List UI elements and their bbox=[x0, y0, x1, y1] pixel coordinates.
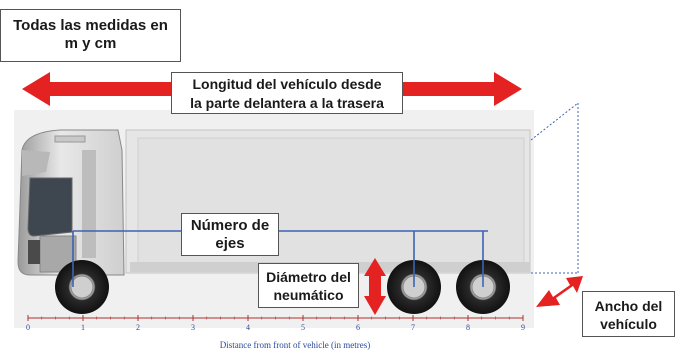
tyre-diameter-arrow bbox=[364, 258, 386, 315]
axis-tick-label: 2 bbox=[136, 323, 140, 332]
distance-axis: 0 1 2 3 4 5 6 7 8 9 bbox=[26, 315, 525, 332]
units-note-line-2: m y cm bbox=[64, 35, 117, 52]
width-guide-lines bbox=[530, 102, 579, 274]
axis-tick-label: 8 bbox=[466, 323, 470, 332]
axis-tick-label: 4 bbox=[246, 323, 250, 332]
length-label-line-2: la parte delantera a la trasera bbox=[190, 95, 384, 111]
axles-label: Número de ejes bbox=[181, 213, 279, 256]
axle-lines bbox=[72, 230, 488, 287]
axis-tick-label: 9 bbox=[521, 323, 525, 332]
units-note: Todas las medidas en m y cm bbox=[0, 9, 181, 62]
axis-tick-label: 5 bbox=[301, 323, 305, 332]
width-label-line-2: vehículo bbox=[600, 316, 657, 332]
tyre-diameter-label-line-1: Diámetro del bbox=[266, 269, 351, 285]
axis-tick-label: 1 bbox=[81, 323, 85, 332]
tyre-diameter-label-line-2: neumático bbox=[273, 287, 344, 303]
truck-cab bbox=[17, 129, 125, 276]
length-label-line-1: Longitud del vehículo desde bbox=[192, 76, 382, 92]
trailer-body bbox=[125, 129, 531, 274]
axles-label-line-1: Número de bbox=[190, 217, 270, 234]
axis-tick-label: 0 bbox=[26, 323, 30, 332]
width-label: Ancho del vehículo bbox=[582, 291, 675, 337]
front-wheel bbox=[55, 260, 109, 314]
width-label-line-1: Ancho del bbox=[594, 298, 663, 314]
axis-title: Distance from front of vehicle (in metre… bbox=[219, 340, 371, 350]
length-label: Longitud del vehículo desde la parte del… bbox=[171, 72, 403, 114]
tyre-diameter-label: Diámetro del neumático bbox=[258, 263, 359, 308]
width-arrow bbox=[536, 276, 583, 307]
axles-label-line-2: ejes bbox=[215, 235, 245, 252]
axis-tick-label: 7 bbox=[411, 323, 415, 332]
units-note-line-1: Todas las medidas en bbox=[13, 17, 168, 34]
axis-tick-label: 6 bbox=[356, 323, 360, 332]
axis-tick-label: 3 bbox=[191, 323, 195, 332]
